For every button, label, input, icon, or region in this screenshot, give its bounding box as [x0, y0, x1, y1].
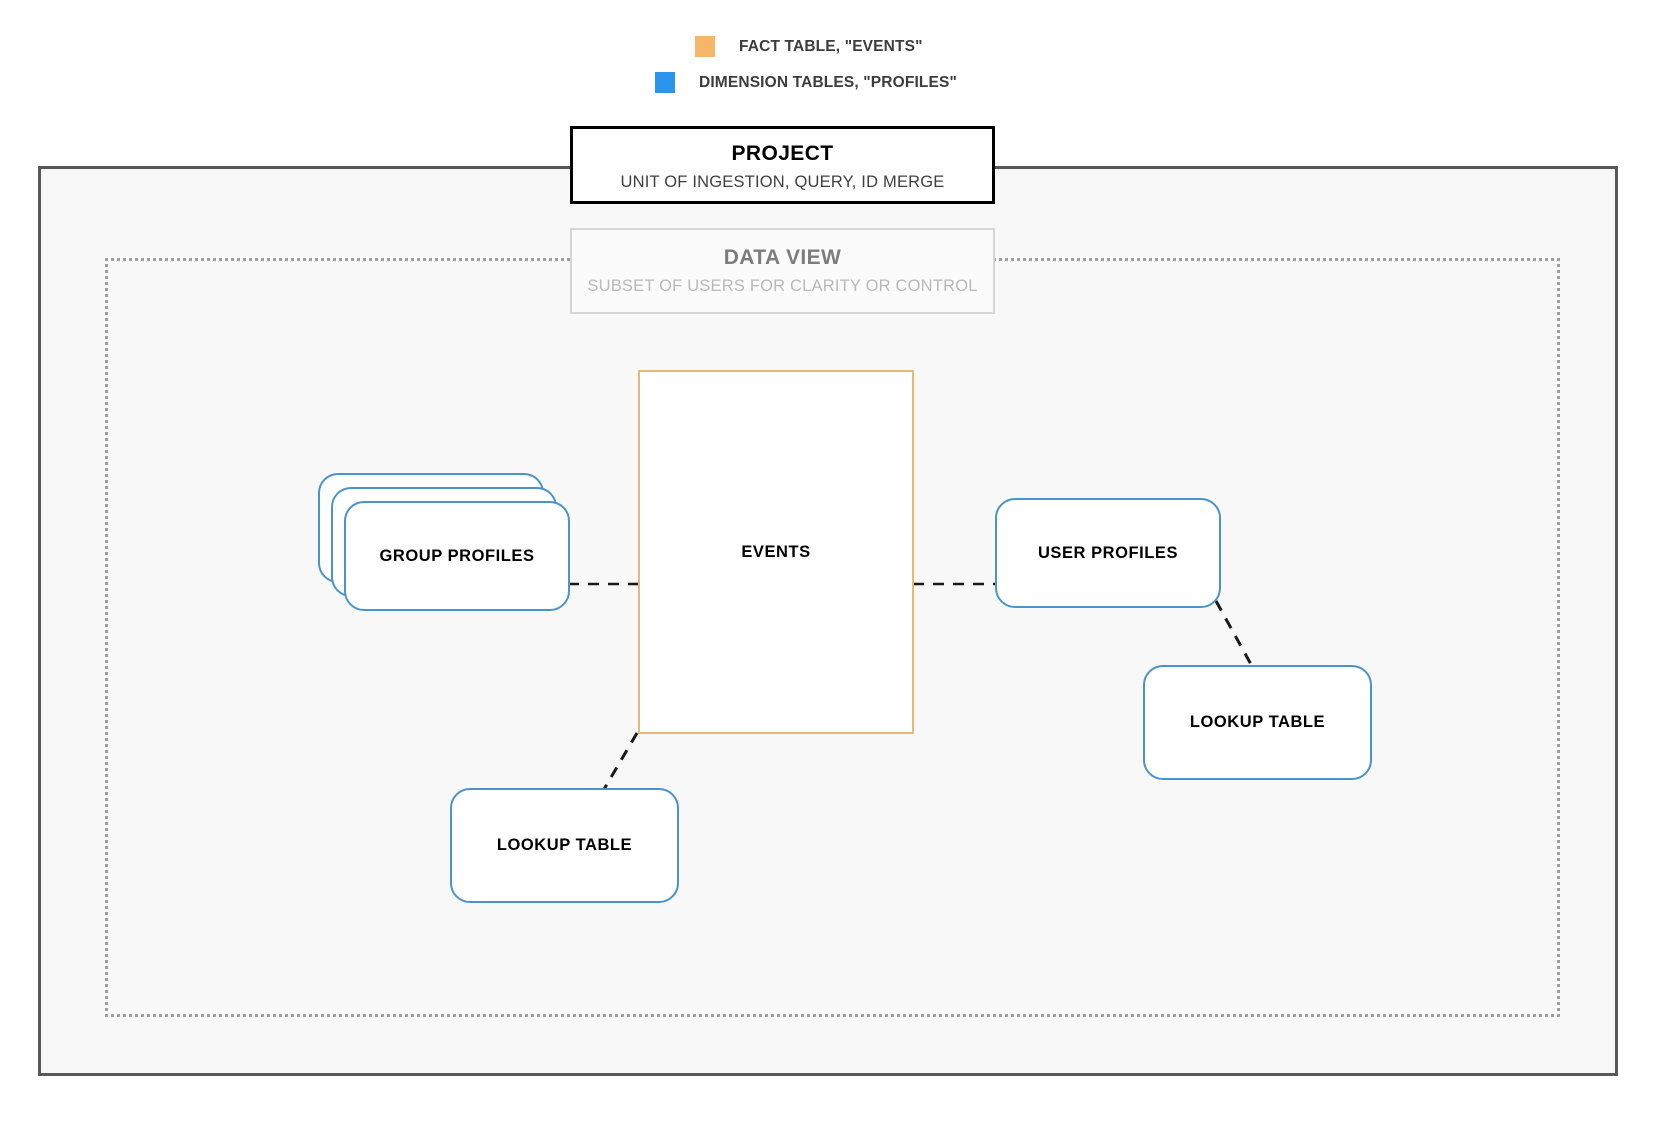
- legend-label-dimension-tables: DIMENSION TABLES, "PROFILES": [699, 73, 958, 91]
- orange-square-swatch: [695, 36, 715, 57]
- group-profiles-stack-card-front[interactable]: GROUP PROFILES: [344, 501, 570, 611]
- node-lookup-table-left[interactable]: LOOKUP TABLE: [450, 788, 679, 903]
- node-lookup-table-right[interactable]: LOOKUP TABLE: [1143, 665, 1372, 780]
- blue-square-swatch: [655, 72, 675, 93]
- node-events[interactable]: EVENTS: [638, 370, 914, 734]
- node-user-profiles[interactable]: USER PROFILES: [995, 498, 1221, 608]
- project-title: PROJECT: [731, 142, 834, 165]
- legend-item-dimension-tables: DIMENSION TABLES, "PROFILES": [655, 72, 957, 93]
- node-group-profiles[interactable]: GROUP PROFILES: [318, 473, 570, 611]
- project-subtitle: UNIT OF INGESTION, QUERY, ID MERGE: [620, 173, 945, 191]
- project-header-box: PROJECT UNIT OF INGESTION, QUERY, ID MER…: [570, 126, 995, 204]
- node-lookup-table-left-label: LOOKUP TABLE: [496, 836, 633, 854]
- data-view-title: DATA VIEW: [723, 246, 842, 269]
- data-view-subtitle: SUBSET OF USERS FOR CLARITY OR CONTROL: [587, 277, 978, 295]
- node-lookup-table-right-label: LOOKUP TABLE: [1189, 713, 1326, 731]
- node-group-profiles-label: GROUP PROFILES: [379, 546, 535, 565]
- data-view-header-box: DATA VIEW SUBSET OF USERS FOR CLARITY OR…: [570, 228, 995, 314]
- legend-item-fact-table: FACT TABLE, "EVENTS": [695, 36, 923, 57]
- node-events-label: EVENTS: [741, 542, 811, 561]
- node-user-profiles-label: USER PROFILES: [1037, 543, 1179, 562]
- legend-label-fact-table: FACT TABLE, "EVENTS": [739, 37, 923, 55]
